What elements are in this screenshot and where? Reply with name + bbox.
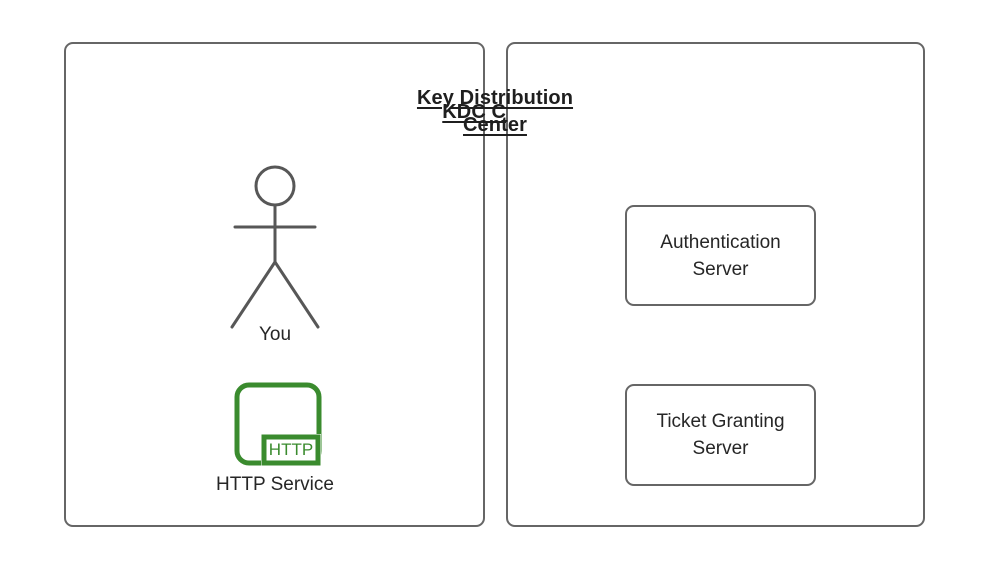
stick-figure-icon [205, 160, 345, 335]
panel-kdc-title-line-2: Center [463, 114, 527, 136]
http-service-icon: HTTP [228, 378, 323, 470]
node-ticket-granting-server-label: Ticket Granting Server [648, 408, 792, 462]
node-ticket-granting-server[interactable]: Ticket Granting Server [625, 384, 816, 486]
authentication-server-line-1: Authentication [660, 231, 781, 253]
ticket-granting-server-line-2: Server [692, 438, 749, 459]
svg-text:HTTP: HTTP [269, 440, 313, 459]
actor-label-you-text: You [258, 324, 292, 345]
http-service-label-text: HTTP Service [216, 474, 334, 495]
ticket-granting-server-line-1: Ticket Granting [656, 411, 785, 432]
actor-label-you: You [205, 322, 345, 348]
node-authentication-server[interactable]: Authentication Server [625, 205, 816, 306]
node-authentication-server-label: Authentication Server [652, 229, 788, 283]
panel-kdc-title-line-1: Key Distribution [416, 87, 574, 109]
authentication-server-line-2: Server [692, 258, 749, 280]
http-service-label: HTTP Service [185, 472, 365, 498]
panel-key-distribution-center-title: Key Distribution Center [0, 85, 990, 139]
